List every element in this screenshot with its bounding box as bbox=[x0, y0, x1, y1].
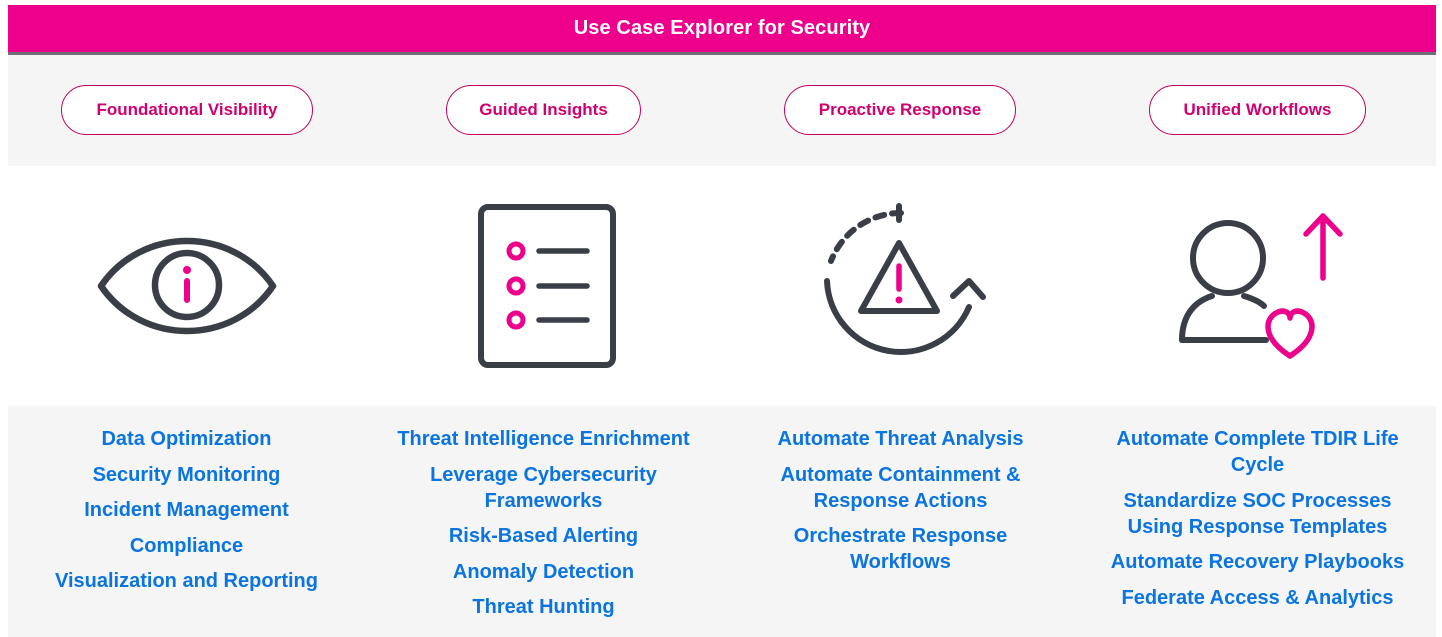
use-case-link[interactable]: Threat Hunting bbox=[472, 596, 615, 618]
column-foundational-visibility: Data Optimization Security Monitoring In… bbox=[8, 426, 365, 604]
use-case-link[interactable]: Anomaly Detection bbox=[452, 560, 635, 583]
column-guided-insights: Threat Intelligence Enrichment Leverage … bbox=[365, 426, 722, 630]
category-pill-proactive-response[interactable]: Proactive Response bbox=[784, 85, 1016, 135]
alert-cycle-icon bbox=[722, 166, 1079, 406]
category-pill-foundational-visibility[interactable]: Foundational Visibility bbox=[61, 85, 313, 135]
page-title: Use Case Explorer for Security bbox=[573, 17, 871, 39]
use-case-link[interactable]: Standardize SOC Processes Using Response… bbox=[1123, 489, 1392, 538]
use-case-link[interactable]: Compliance bbox=[129, 534, 244, 557]
use-case-link[interactable]: Visualization and Reporting bbox=[55, 570, 318, 592]
column-unified-workflows: Automate Complete TDIR Life Cycle Standa… bbox=[1079, 426, 1436, 620]
use-case-link[interactable]: Automate Threat Analysis bbox=[777, 428, 1024, 450]
header-bar: Use Case Explorer for Security bbox=[8, 5, 1436, 55]
use-case-link[interactable]: Security Monitoring bbox=[92, 463, 281, 486]
column-proactive-response: Automate Threat Analysis Automate Contai… bbox=[722, 426, 1079, 585]
use-case-link[interactable]: Risk-Based Alerting bbox=[448, 525, 639, 547]
use-case-link[interactable]: Automate Recovery Playbooks bbox=[1110, 551, 1405, 573]
category-band: Foundational Visibility Guided Insights … bbox=[8, 55, 1436, 166]
eye-info-icon bbox=[8, 166, 365, 406]
checklist-document-icon bbox=[365, 166, 722, 406]
category-pill-unified-workflows[interactable]: Unified Workflows bbox=[1149, 85, 1366, 135]
use-case-link[interactable]: Orchestrate Response Workflows bbox=[793, 525, 1008, 573]
use-case-link[interactable]: Federate Access & Analytics bbox=[1121, 586, 1394, 609]
icon-band bbox=[8, 166, 1436, 406]
category-pill-guided-insights[interactable]: Guided Insights bbox=[446, 85, 641, 135]
use-case-link[interactable]: Data Optimization bbox=[101, 428, 272, 450]
use-case-link[interactable]: Leverage Cybersecurity Frameworks bbox=[430, 463, 657, 512]
use-case-link[interactable]: Automate Complete TDIR Life Cycle bbox=[1116, 428, 1399, 476]
use-case-link[interactable]: Threat Intelligence Enrichment bbox=[397, 428, 690, 450]
use-case-lists: Data Optimization Security Monitoring In… bbox=[8, 406, 1436, 637]
use-case-link[interactable]: Incident Management bbox=[84, 499, 289, 521]
user-heart-arrow-icon bbox=[1079, 166, 1436, 406]
use-case-link[interactable]: Automate Containment & Response Actions bbox=[780, 463, 1021, 512]
